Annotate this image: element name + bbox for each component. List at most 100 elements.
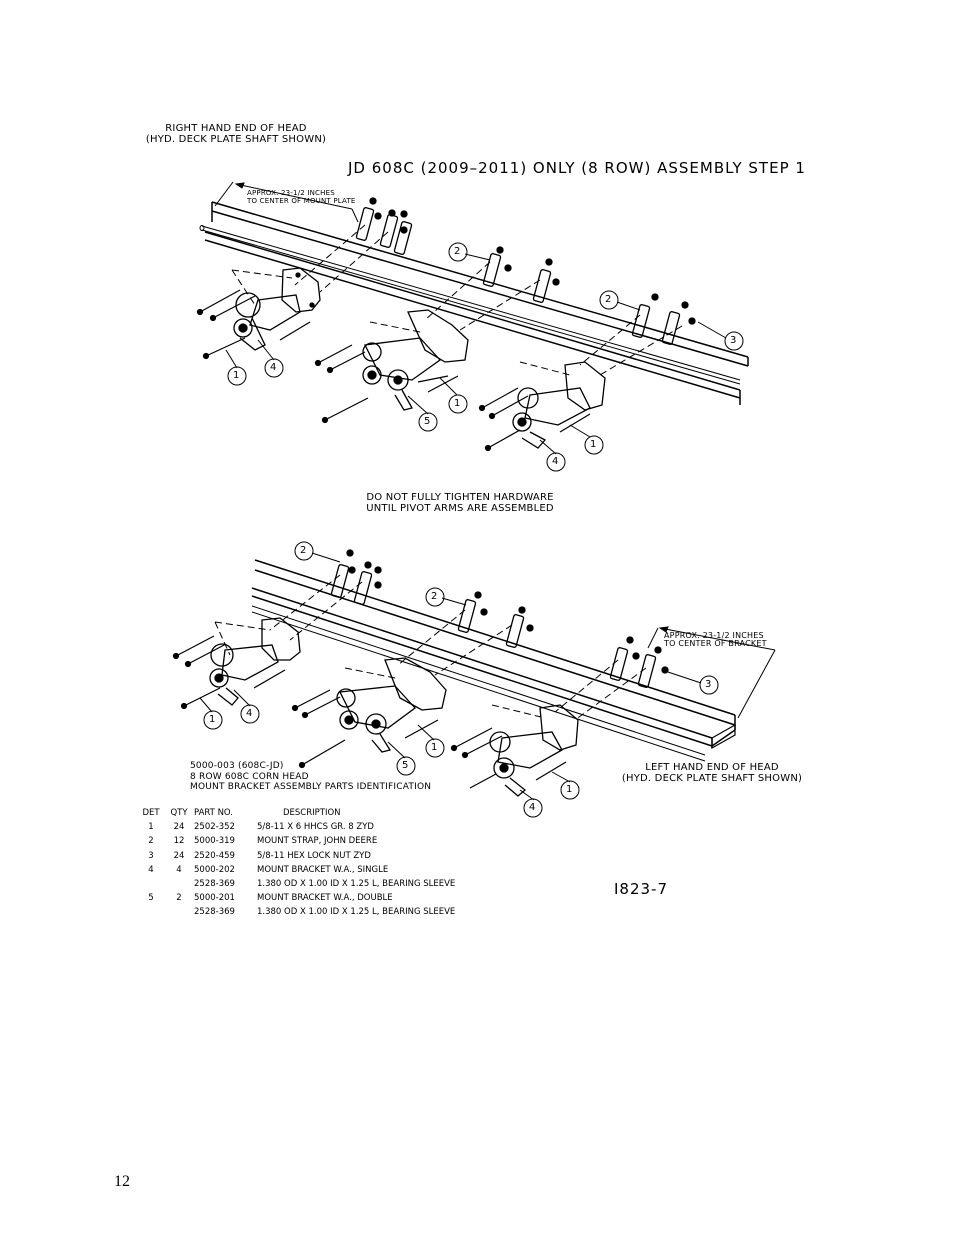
header-qty: QTY xyxy=(170,808,188,819)
bottom-dim-line1: APPROX. 23-1/2 INCHES xyxy=(664,631,764,640)
cell-det xyxy=(138,877,164,891)
callout-circle-1e xyxy=(425,738,445,758)
cell-desc: MOUNT BRACKET W.A., DOUBLE xyxy=(257,893,393,904)
callout-4b: 4 xyxy=(552,456,559,467)
callout-circle-3b xyxy=(699,675,719,695)
top-assembly-lines xyxy=(231,224,683,376)
cell-part: 2528-369 xyxy=(194,879,235,890)
top-dim-line1: APPROX. 23-1/2 INCHES xyxy=(247,189,335,197)
kit-line2: 8 ROW 608C CORN HEAD xyxy=(190,771,309,782)
callout-circle-5a xyxy=(418,412,438,432)
table-row: 1 24 2502-352 5/8-11 X 6 HHCS GR. 8 ZYD xyxy=(138,820,533,834)
kit-identification: 5000-003 (608C-JD) 8 ROW 608C CORN HEAD … xyxy=(190,761,431,793)
cell-desc: 5/8-11 HEX LOCK NUT ZYD xyxy=(257,850,371,861)
tightening-note: DO NOT FULLY TIGHTEN HARDWARE UNTIL PIVO… xyxy=(355,492,565,514)
callout-circle-2c xyxy=(294,541,314,561)
table-row: 2528-369 1.380 OD X 1.00 ID X 1.25 L, BE… xyxy=(138,877,533,891)
cell-qty xyxy=(164,905,194,919)
page-title: JD 608C (2009–2011) ONLY (8 ROW) ASSEMBL… xyxy=(348,159,806,177)
callout-circle-2a xyxy=(448,242,468,262)
bottom-strap-group-2 xyxy=(457,591,534,648)
callout-circle-1c xyxy=(584,435,604,455)
top-toolbar-tube xyxy=(199,201,749,405)
top-strap-group-2 xyxy=(482,246,560,303)
cell-det: 5 xyxy=(148,893,154,904)
callout-2c: 2 xyxy=(300,545,307,556)
cell-qty: 24 xyxy=(173,822,185,833)
callout-1f: 1 xyxy=(566,784,573,795)
parts-table-header: DET QTY PART NO. DESCRIPTION xyxy=(138,806,533,820)
top-bracket-a xyxy=(233,267,321,351)
table-row: 3 24 2520-459 5/8-11 HEX LOCK NUT ZYD xyxy=(138,849,533,863)
cell-qty: 2 xyxy=(176,893,182,904)
cell-qty xyxy=(164,877,194,891)
bottom-strap-group-1 xyxy=(330,549,382,605)
callout-circle-1b xyxy=(448,394,468,414)
cell-desc: 1.380 OD X 1.00 ID X 1.25 L, BEARING SLE… xyxy=(257,907,456,918)
top-dimension-label: APPROX. 23-1/2 INCHES TO CENTER OF MOUNT… xyxy=(247,189,356,205)
callout-circle-4d xyxy=(523,798,543,818)
bottom-assembly-lines xyxy=(214,574,647,721)
drawing-number: I823-7 xyxy=(614,880,669,898)
cell-desc: MOUNT BRACKET W.A., SINGLE xyxy=(257,864,389,875)
callout-circle-2d xyxy=(425,587,445,607)
callout-circle-2b xyxy=(599,290,619,310)
callout-5a: 5 xyxy=(424,416,431,427)
cell-part: 2520-459 xyxy=(194,850,235,861)
note-line1: DO NOT FULLY TIGHTEN HARDWARE xyxy=(366,492,554,503)
top-strap-group-3 xyxy=(631,293,696,345)
bottom-view xyxy=(172,541,776,818)
bottom-toolbar-tube xyxy=(251,559,736,762)
top-strap-group-1 xyxy=(355,197,413,255)
callout-circle-1d xyxy=(203,710,223,730)
right-end-line2: (HYD. DECK PLATE SHAFT SHOWN) xyxy=(145,134,327,145)
cell-part: 2528-369 xyxy=(194,907,235,918)
right-end-line1: RIGHT HAND END OF HEAD xyxy=(165,123,307,134)
top-bracket-c xyxy=(512,361,606,449)
bottom-dim-line2: TO CENTER OF BRACKET xyxy=(664,639,767,648)
callout-circle-4b xyxy=(546,452,566,472)
kit-line1: 5000-003 (608C-JD) xyxy=(190,761,284,771)
cell-qty: 4 xyxy=(176,864,182,875)
note-line2: UNTIL PIVOT ARMS ARE ASSEMBLED xyxy=(366,503,554,514)
callout-circle-5b xyxy=(396,756,416,776)
callout-2d: 2 xyxy=(431,591,438,602)
left-end-line1: LEFT HAND END OF HEAD xyxy=(645,762,779,773)
cell-qty: 12 xyxy=(173,836,185,847)
cell-desc: MOUNT STRAP, JOHN DEERE xyxy=(257,836,378,847)
cell-part: 5000-201 xyxy=(194,893,235,904)
callout-circle-4c xyxy=(240,704,260,724)
cell-desc: 5/8-11 X 6 HHCS GR. 8 ZYD xyxy=(257,822,374,833)
header-part: PART NO. xyxy=(194,808,233,819)
cell-det: 4 xyxy=(148,864,154,875)
cell-det: 1 xyxy=(148,822,154,833)
bottom-bracket-c xyxy=(489,704,579,797)
header-desc: DESCRIPTION xyxy=(283,808,341,819)
bottom-dimension-line xyxy=(647,626,776,719)
cell-det xyxy=(138,905,164,919)
callout-3b: 3 xyxy=(705,679,712,690)
callout-3a: 3 xyxy=(730,335,737,346)
top-bracket-b xyxy=(362,309,469,411)
callout-4a: 4 xyxy=(270,362,277,373)
cell-part: 5000-319 xyxy=(194,836,235,847)
cell-desc: 1.380 OD X 1.00 ID X 1.25 L, BEARING SLE… xyxy=(257,879,456,890)
right-end-label: RIGHT HAND END OF HEAD (HYD. DECK PLATE … xyxy=(136,123,336,145)
callout-4c: 4 xyxy=(246,708,253,719)
callout-1b: 1 xyxy=(454,398,461,409)
callout-circle-1a xyxy=(227,366,247,386)
top-callouts xyxy=(225,242,744,472)
header-det: DET xyxy=(142,808,160,819)
bottom-strap-group-3 xyxy=(609,636,669,688)
callout-2a: 2 xyxy=(454,246,461,257)
page-number: 12 xyxy=(114,1173,130,1190)
table-row: 2 12 5000-319 MOUNT STRAP, JOHN DEERE xyxy=(138,834,533,848)
top-dim-line2: TO CENTER OF MOUNT PLATE xyxy=(247,196,356,205)
top-dimension-line xyxy=(214,181,359,223)
callout-circle-1f xyxy=(560,780,580,800)
callout-4d: 4 xyxy=(529,802,536,813)
table-row: 5 2 5000-201 MOUNT BRACKET W.A., DOUBLE xyxy=(138,891,533,905)
left-end-label: LEFT HAND END OF HEAD (HYD. DECK PLATE S… xyxy=(612,762,812,784)
parts-table: DET QTY PART NO. DESCRIPTION 1 24 2502-3… xyxy=(138,806,533,920)
